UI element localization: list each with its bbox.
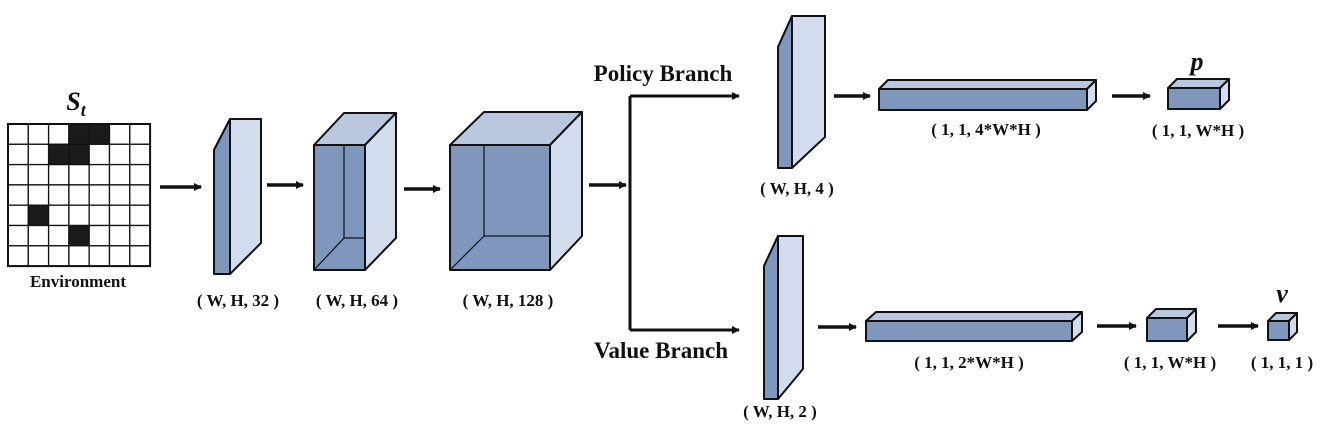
grid-cell [47, 123, 70, 145]
value-conv-label: ( W, H, 2 ) [743, 402, 817, 421]
value-hidden-layer [1146, 308, 1197, 342]
value-output-layer [1267, 312, 1298, 341]
trunk-layer-2-label: ( W, H, 64 ) [316, 291, 398, 310]
trunk-layer-3-front [449, 144, 551, 271]
policy-output-symbol: p [1189, 47, 1204, 76]
value-fc-front [865, 320, 1073, 342]
grid-cell [47, 224, 70, 247]
value-output-symbol: v [1276, 279, 1288, 308]
policy-conv-layer [777, 15, 826, 169]
grid-cell [129, 163, 151, 186]
state-symbol: St [66, 87, 86, 120]
grid-cell [108, 143, 131, 166]
policy-output-layer [1167, 78, 1230, 110]
grid-cell [7, 123, 29, 145]
policy-conv-label: ( W, H, 4 ) [760, 179, 834, 198]
value-hidden-label: ( 1, 1, W*H ) [1124, 353, 1216, 372]
grid-cell [129, 224, 151, 247]
trunk-layer-3 [449, 111, 583, 271]
grid-cell [68, 163, 90, 186]
policy-branch-label: Policy Branch [594, 61, 733, 86]
value-fc-layer [865, 311, 1083, 342]
trunk-layer-1 [213, 118, 262, 275]
value-hidden-front [1146, 317, 1188, 342]
grid-cell [68, 184, 90, 206]
trunk-layer-3-label: ( W, H, 128 ) [463, 291, 554, 310]
grid-cell [129, 184, 151, 206]
grid-cell [108, 245, 131, 267]
policy-fc-front [878, 88, 1088, 111]
grid-cell [108, 123, 131, 145]
grid-cell [7, 163, 29, 186]
grid-cell [108, 204, 131, 227]
grid-cell [47, 143, 70, 166]
grid-cell [7, 143, 29, 166]
value-fc-top [865, 311, 1083, 322]
grid-cell [88, 123, 111, 145]
grid-cell [27, 184, 50, 206]
value-fc-label: ( 1, 1, 2*W*H ) [914, 353, 1024, 372]
value-output-label: ( 1, 1, 1 ) [1251, 353, 1313, 372]
grid-cell [129, 123, 151, 145]
grid-cell [88, 163, 111, 186]
grid-cell [108, 184, 131, 206]
grid-cell [129, 204, 151, 227]
grid-cell [129, 245, 151, 267]
trunk-layer-2 [313, 112, 397, 271]
policy-output-label: ( 1, 1, W*H ) [1152, 121, 1244, 140]
grid-cell [27, 224, 50, 247]
trunk-layer-1-label: ( W, H, 32 ) [197, 291, 279, 310]
environment-grid [7, 123, 152, 268]
grid-cell [27, 204, 50, 227]
trunk-layer-2-front [313, 144, 366, 271]
grid-cell [88, 143, 111, 166]
grid-cell [68, 224, 90, 247]
grid-cell [129, 143, 151, 166]
grid-cell [88, 224, 111, 247]
grid-cell [27, 143, 50, 166]
grid-cell [47, 204, 70, 227]
grid-cell [88, 184, 111, 206]
grid-cell [27, 123, 50, 145]
value-conv-side [777, 235, 804, 400]
grid-cell [47, 184, 70, 206]
grid-cell [68, 143, 90, 166]
grid-cell [7, 204, 29, 227]
policy-out-top [1167, 78, 1230, 89]
grid-cell [7, 224, 29, 247]
policy-out-front [1167, 87, 1221, 110]
grid-cell [68, 204, 90, 227]
value-out-front [1267, 320, 1290, 341]
policy-conv-front [777, 15, 793, 169]
grid-cell [27, 163, 50, 186]
grid-cell [47, 163, 70, 186]
trunk-layer-1-side [229, 118, 262, 275]
policy-fc-label: ( 1, 1, 4*W*H ) [931, 120, 1041, 139]
value-branch-label: Value Branch [594, 338, 728, 363]
value-conv-layer [763, 235, 804, 400]
grid-cell [68, 123, 90, 145]
policy-fc-top [878, 79, 1097, 90]
environment-label: Environment [30, 272, 126, 291]
value-conv-front [763, 235, 779, 400]
grid-cell [108, 224, 131, 247]
grid-cell [47, 245, 70, 267]
policy-conv-side [791, 15, 826, 169]
grid-cell [7, 245, 29, 267]
policy-fc-layer [878, 79, 1097, 111]
grid-cell [88, 245, 111, 267]
grid-cell [7, 184, 29, 206]
grid-cell [88, 204, 111, 227]
grid-cell [108, 163, 131, 186]
trunk-layer-1-front [213, 118, 231, 275]
grid-border [7, 123, 152, 268]
grid-cell [68, 245, 90, 267]
grid-cell [27, 245, 50, 267]
